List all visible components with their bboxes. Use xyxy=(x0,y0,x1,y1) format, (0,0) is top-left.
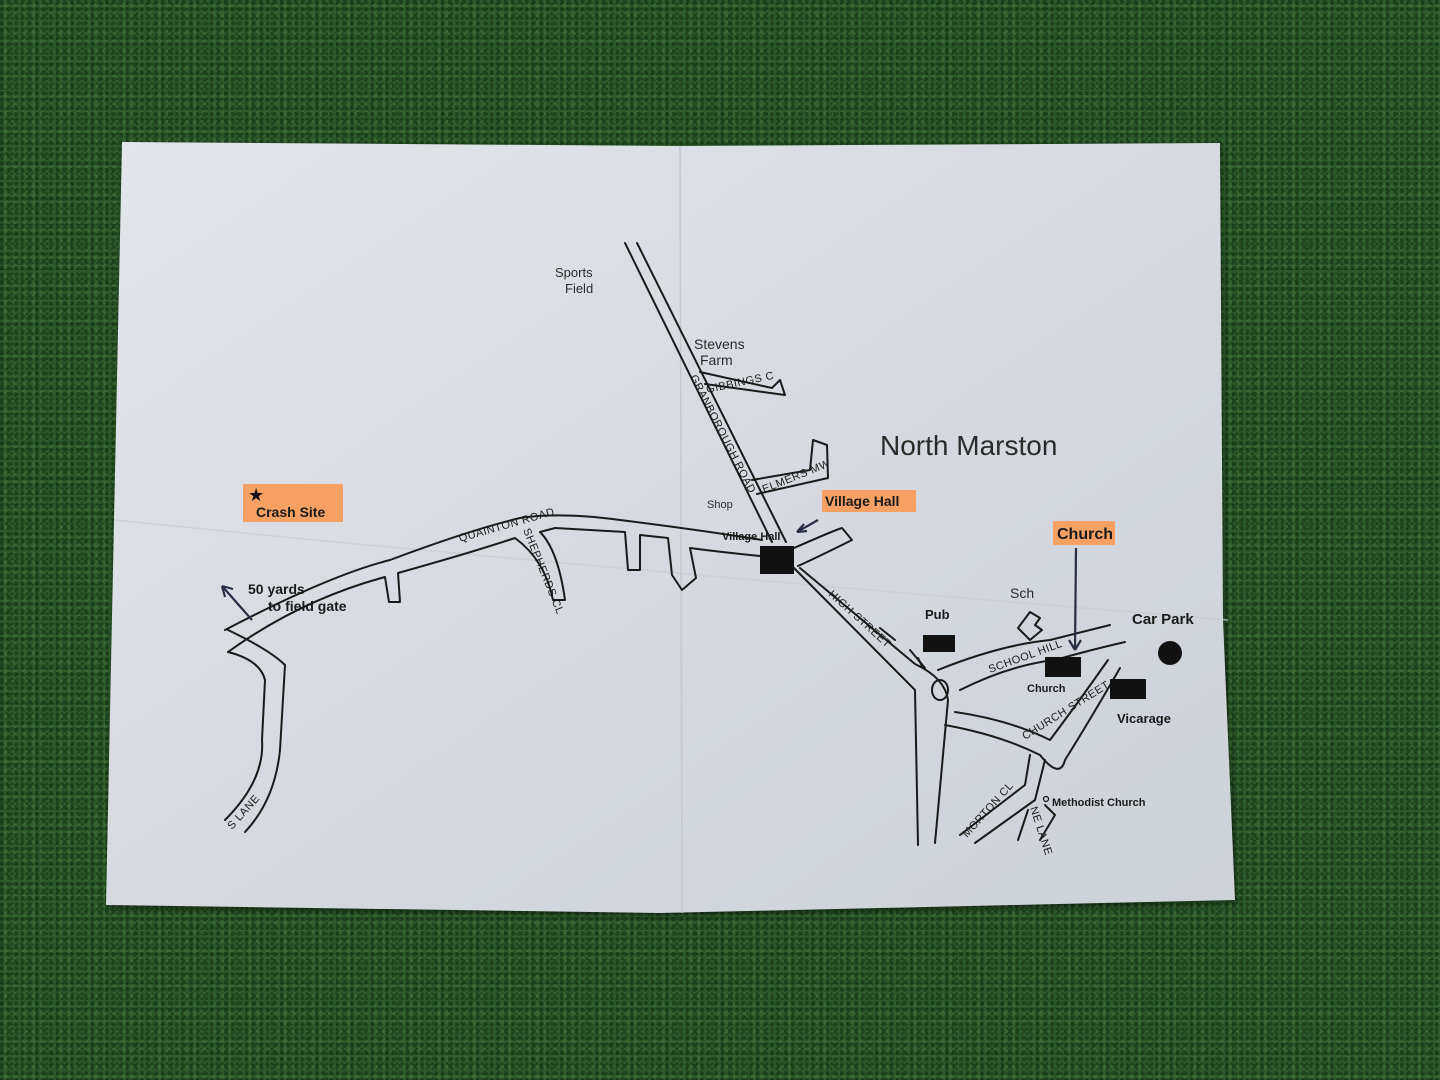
arrow-church-icon xyxy=(1073,547,1078,651)
arrow-village-hall-icon xyxy=(796,519,819,533)
village-hall-building xyxy=(760,546,794,574)
road-network xyxy=(224,242,1126,846)
vicarage-building xyxy=(1110,679,1146,699)
buildings xyxy=(760,546,1182,699)
church-highlight xyxy=(1053,521,1115,545)
arrow-field-gate-icon xyxy=(221,585,253,621)
annotation-crash-site: Crash Site xyxy=(256,504,325,520)
annotation-village-hall: Village Hall xyxy=(825,493,899,509)
label-sports-field-2: Field xyxy=(565,281,593,296)
label-stevens-farm-1: Stevens xyxy=(694,336,745,352)
label-sch: Sch xyxy=(1010,585,1034,601)
methodist-church-icon xyxy=(1042,795,1050,803)
pub-building xyxy=(923,635,955,652)
label-shop: Shop xyxy=(707,499,733,511)
label-methodist-church: Methodist Church xyxy=(1052,797,1146,809)
label-village-hall: Village Hall xyxy=(722,531,781,543)
school-building-outline xyxy=(1017,611,1043,641)
church-building xyxy=(1045,657,1081,677)
label-sports-field-1: Sports xyxy=(555,265,593,280)
annotation-church: Church xyxy=(1057,526,1113,543)
label-car-park: Car Park xyxy=(1132,611,1194,628)
label-stevens-farm-2: Farm xyxy=(700,352,733,368)
map-title: North Marston xyxy=(880,430,1057,461)
label-pub: Pub xyxy=(925,607,950,622)
car-park-icon xyxy=(1158,641,1182,665)
label-church: Church xyxy=(1027,683,1066,695)
annotation-fifty-yards: 50 yards xyxy=(248,581,305,597)
crash-site-highlight xyxy=(243,484,343,522)
village-hall-highlight xyxy=(822,490,916,512)
star-icon: ★ xyxy=(248,485,264,505)
annotations: ★ Crash Site Village Hall Church 50 yard… xyxy=(243,484,1115,614)
annotation-field-gate: to field gate xyxy=(268,598,347,614)
label-vicarage: Vicarage xyxy=(1117,711,1171,726)
area-labels: Sports Field Stevens Farm Shop Village H… xyxy=(555,265,1194,809)
arrows xyxy=(220,519,1082,651)
